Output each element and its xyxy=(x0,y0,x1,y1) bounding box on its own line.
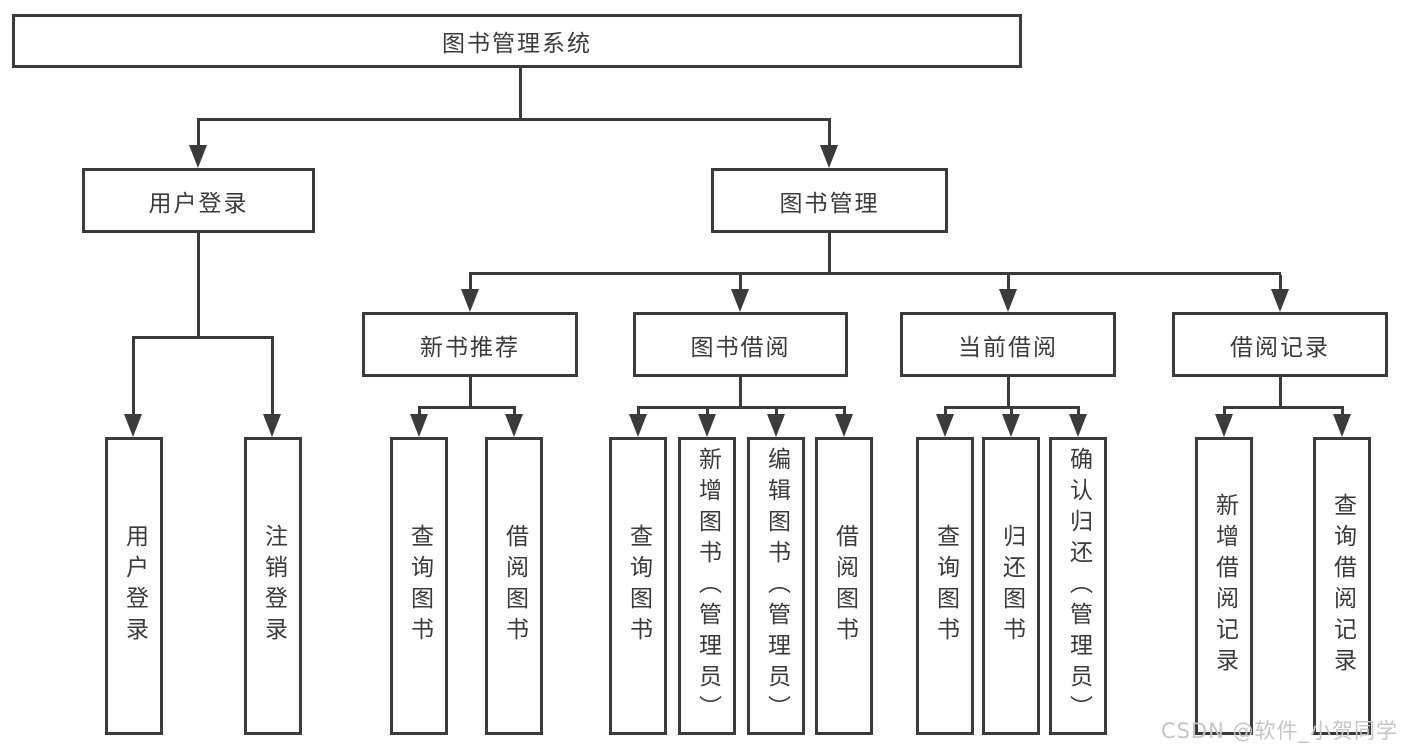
leaf-add-books-admin-label: 新增图书（管理员） xyxy=(694,446,721,726)
node-borrow-records: 借阅记录 xyxy=(1172,312,1388,377)
leaf-query-borrow-record-label: 查询借阅记录 xyxy=(1329,493,1356,679)
arrow-down-icon xyxy=(698,414,716,437)
node-book-management: 图书管理 xyxy=(711,168,948,233)
node-new-book-recommend: 新书推荐 xyxy=(362,312,578,377)
connector-vline xyxy=(1007,377,1010,409)
connector-vline xyxy=(1010,406,1013,415)
arrow-down-icon xyxy=(767,414,785,437)
arrow-down-icon xyxy=(1069,414,1087,437)
arrow-down-icon xyxy=(263,414,281,437)
connector-vline xyxy=(739,377,742,409)
node-book-borrow: 图书借阅 xyxy=(633,312,848,377)
arrow-down-icon xyxy=(189,145,207,168)
connector-vline xyxy=(944,406,947,415)
arrow-down-icon xyxy=(999,289,1017,312)
arrow-down-icon xyxy=(505,414,523,437)
connector-vline xyxy=(775,406,778,415)
connector-hline xyxy=(418,406,516,409)
leaf-query-books-current: 查询图书 xyxy=(916,437,974,735)
leaf-user-login: 用户登录 xyxy=(105,437,163,735)
connector-vline xyxy=(843,406,846,415)
connector-hline xyxy=(1223,406,1343,409)
connector-vline xyxy=(828,118,831,146)
leaf-borrow-books-recommend: 借阅图书 xyxy=(485,437,543,735)
connector-vline xyxy=(197,118,200,146)
leaf-add-borrow-record-label: 新增借阅记录 xyxy=(1211,493,1238,679)
connector-vline xyxy=(739,275,742,290)
connector-vline xyxy=(132,339,135,415)
node-user-login: 用户登录 xyxy=(82,168,315,233)
connector-vline xyxy=(418,406,421,415)
connector-hline xyxy=(197,118,831,121)
node-book-management-label: 图书管理 xyxy=(779,190,880,217)
node-user-login-label: 用户登录 xyxy=(148,190,249,217)
leaf-query-books-current-label: 查询图书 xyxy=(932,524,959,648)
leaf-query-books-recommend: 查询图书 xyxy=(390,437,448,735)
leaf-return-books-label: 归还图书 xyxy=(998,524,1025,648)
arrow-down-icon xyxy=(629,414,647,437)
connector-vline xyxy=(469,377,472,409)
connector-vline xyxy=(1279,275,1282,290)
connector-hline xyxy=(469,272,1281,275)
connector-vline xyxy=(271,339,274,415)
node-borrow-records-label: 借阅记录 xyxy=(1230,334,1330,361)
node-root-label: 图书管理系统 xyxy=(442,31,592,57)
connector-vline xyxy=(637,406,640,415)
arrow-down-icon xyxy=(731,289,749,312)
arrow-down-icon xyxy=(461,289,479,312)
arrow-down-icon xyxy=(1215,414,1233,437)
leaf-return-books: 归还图书 xyxy=(982,437,1040,735)
csdn-watermark: CSDN @软件_小贺同学 xyxy=(1160,719,1398,743)
node-root: 图书管理系统 xyxy=(12,14,1022,68)
leaf-query-books-borrow: 查询图书 xyxy=(609,437,667,735)
arrow-down-icon xyxy=(1002,414,1020,437)
connector-vline xyxy=(197,233,200,339)
node-new-book-recommend-label: 新书推荐 xyxy=(420,334,520,361)
connector-vline xyxy=(1341,406,1344,415)
arrow-down-icon xyxy=(410,414,428,437)
connector-vline xyxy=(1077,406,1080,415)
leaf-add-books-admin: 新增图书（管理员） xyxy=(678,437,736,735)
connector-vline xyxy=(519,68,522,121)
leaf-add-borrow-record: 新增借阅记录 xyxy=(1195,437,1253,735)
leaf-edit-books-admin-label: 编辑图书（管理员） xyxy=(763,446,790,726)
connector-vline xyxy=(1223,406,1226,415)
leaf-borrow-books: 借阅图书 xyxy=(815,437,873,735)
connector-vline xyxy=(828,233,831,275)
leaf-borrow-books-recommend-label: 借阅图书 xyxy=(501,524,528,648)
connector-hline xyxy=(132,336,274,339)
connector-vline xyxy=(1007,275,1010,290)
connector-vline xyxy=(513,406,516,415)
arrow-down-icon xyxy=(936,414,954,437)
leaf-query-books-recommend-label: 查询图书 xyxy=(406,524,433,648)
leaf-confirm-return-admin: 确认归还（管理员） xyxy=(1049,437,1107,735)
arrow-down-icon xyxy=(1333,414,1351,437)
node-current-borrow: 当前借阅 xyxy=(900,312,1116,377)
connector-vline xyxy=(706,406,709,415)
connector-vline xyxy=(469,275,472,290)
leaf-borrow-books-label: 借阅图书 xyxy=(831,524,858,648)
node-book-borrow-label: 图书借阅 xyxy=(690,334,791,361)
leaf-query-books-borrow-label: 查询图书 xyxy=(625,524,652,648)
leaf-query-borrow-record: 查询借阅记录 xyxy=(1313,437,1371,735)
leaf-logout: 注销登录 xyxy=(244,437,302,735)
arrow-down-icon xyxy=(124,414,142,437)
arrow-down-icon xyxy=(835,414,853,437)
leaf-edit-books-admin: 编辑图书（管理员） xyxy=(747,437,805,735)
node-current-borrow-label: 当前借阅 xyxy=(958,334,1058,361)
connector-hline xyxy=(637,406,845,409)
leaf-user-login-label: 用户登录 xyxy=(121,524,148,648)
arrow-down-icon xyxy=(1271,289,1289,312)
arrow-down-icon xyxy=(820,145,838,168)
connector-vline xyxy=(1279,377,1282,409)
leaf-confirm-return-admin-label: 确认归还（管理员） xyxy=(1065,446,1092,726)
leaf-logout-label: 注销登录 xyxy=(260,524,287,648)
